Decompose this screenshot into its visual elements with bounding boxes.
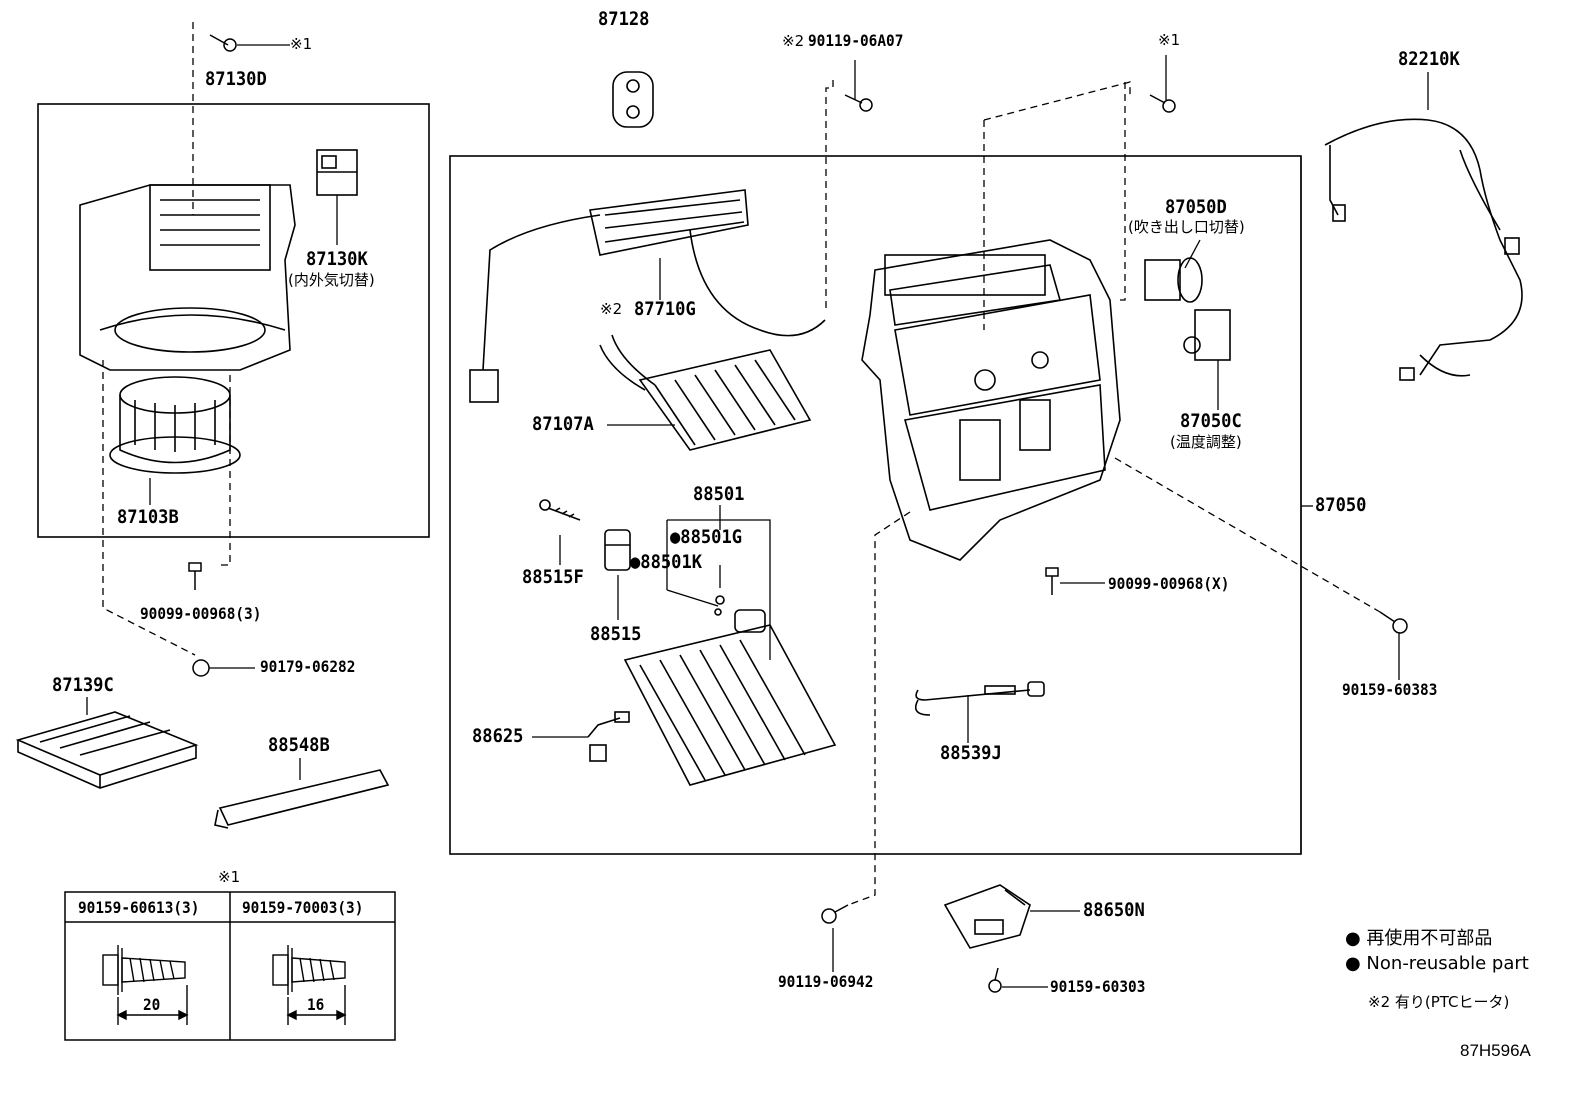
part-82210K-wire-harness bbox=[1324, 118, 1523, 381]
bolt-table-col2: 90159-70003(3) bbox=[242, 898, 364, 917]
bolt-table-mark: ※1 bbox=[218, 868, 241, 886]
label-87130K: 87130K bbox=[306, 248, 368, 270]
legend-non-reusable-en: ● Non-reusable part bbox=[1345, 953, 1529, 974]
label-90119-06942: 90119-06942 bbox=[778, 972, 874, 991]
label-90179-06282: 90179-06282 bbox=[260, 657, 356, 676]
label-88515: 88515 bbox=[590, 623, 642, 645]
part-87130D-blower-case bbox=[79, 184, 296, 371]
label-90119-06A07: 90119-06A07 bbox=[808, 31, 904, 50]
screw-90119-06942 bbox=[821, 904, 849, 924]
legend-non-reusable-jp: ● 再使用不可部品 bbox=[1345, 928, 1493, 949]
screw-90159-60303 bbox=[988, 967, 1002, 993]
label-87710G: 87710G bbox=[634, 298, 696, 320]
screw-90099-3 bbox=[188, 562, 202, 590]
mark-2-top: ※2 bbox=[782, 32, 805, 50]
note-87130K: (内外気切替) bbox=[288, 271, 375, 289]
bolt-20 bbox=[102, 945, 189, 1025]
part-88625-thermistor bbox=[587, 711, 630, 762]
part-88515-expansion-valve bbox=[604, 529, 631, 571]
bolt-dim-20: 20 bbox=[143, 995, 161, 1014]
label-87103B: 87103B bbox=[117, 506, 179, 528]
o-ring bbox=[715, 595, 725, 605]
label-88501G: ●88501G bbox=[670, 526, 743, 548]
part-87050-heater-unit bbox=[861, 239, 1121, 561]
mark-1-top-left: ※1 bbox=[290, 35, 313, 53]
part-88650N-control-unit bbox=[943, 884, 1031, 949]
part-87050C-temp-servo bbox=[1183, 309, 1231, 361]
label-88625: 88625 bbox=[472, 725, 524, 747]
mark-1-top-right: ※1 bbox=[1158, 31, 1181, 49]
label-90099-00968-3: 90099-00968(3) bbox=[140, 604, 262, 623]
screw-90099-x bbox=[1045, 567, 1059, 595]
diagram-code: 87H596A bbox=[1460, 1041, 1531, 1060]
bolt-table bbox=[64, 891, 396, 1041]
label-87107A: 87107A bbox=[532, 413, 594, 435]
blower-unit-frame bbox=[37, 103, 430, 538]
o-ring-2 bbox=[714, 608, 722, 616]
bolt-table-col1: 90159-60613(3) bbox=[78, 898, 200, 917]
label-90159-60383: 90159-60383 bbox=[1342, 680, 1438, 699]
label-88539J: 88539J bbox=[940, 742, 1002, 764]
part-87128-grommet bbox=[612, 71, 654, 128]
legend-ptc-note: ※2 有り(PTCヒータ) bbox=[1368, 993, 1510, 1011]
label-87128: 87128 bbox=[598, 8, 650, 30]
label-88501: 88501 bbox=[693, 483, 745, 505]
part-87107A-heater-core bbox=[599, 334, 812, 451]
note-87050D: (吹き出し口切替) bbox=[1128, 218, 1245, 236]
screw-top-right bbox=[1149, 94, 1176, 113]
part-87050D-mode-servo bbox=[1144, 257, 1203, 303]
label-87050C: 87050C bbox=[1180, 410, 1242, 432]
label-88515F: 88515F bbox=[522, 566, 584, 588]
part-88501-evaporator bbox=[623, 609, 837, 786]
label-88501K: ●88501K bbox=[630, 551, 703, 573]
screw-90159-60383 bbox=[1379, 611, 1408, 634]
mark-2-mid: ※2 bbox=[600, 300, 623, 318]
label-87050: 87050 bbox=[1315, 494, 1367, 516]
screw-top-mid bbox=[844, 94, 873, 112]
screw-top-left bbox=[209, 34, 237, 52]
bolt-dim-16: 16 bbox=[307, 995, 325, 1014]
note-87050C: (温度調整) bbox=[1170, 433, 1242, 451]
part-87103B-blower-motor bbox=[109, 376, 241, 474]
part-88539J-pipe bbox=[914, 681, 1045, 716]
label-90099-00968-x: 90099-00968(X) bbox=[1108, 574, 1230, 593]
part-88515F-bolt bbox=[539, 499, 581, 521]
part-87130K-servo bbox=[316, 149, 358, 196]
label-87139C: 87139C bbox=[52, 674, 114, 696]
label-87050D: 87050D bbox=[1165, 196, 1227, 218]
part-87139C-air-filter bbox=[15, 711, 199, 789]
label-87130D: 87130D bbox=[205, 68, 267, 90]
label-88650N: 88650N bbox=[1083, 899, 1145, 921]
part-88548B-seal bbox=[214, 769, 390, 829]
label-88548B: 88548B bbox=[268, 734, 330, 756]
nut-90179 bbox=[192, 659, 210, 677]
label-82210K: 82210K bbox=[1398, 48, 1460, 70]
label-90159-60303: 90159-60303 bbox=[1050, 977, 1146, 996]
part-87710G-ptc-heater bbox=[469, 189, 826, 403]
bolt-16 bbox=[272, 945, 347, 1025]
